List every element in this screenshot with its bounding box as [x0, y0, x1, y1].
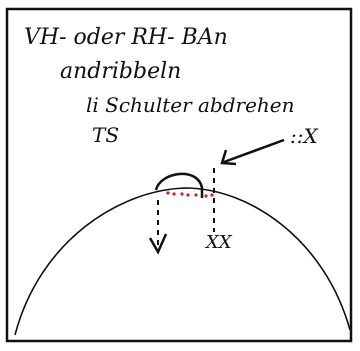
- player-marker-top-right: ::X: [290, 124, 318, 148]
- note-line-1: VH- oder RH- BAn: [24, 25, 228, 50]
- hook-curve: [154, 172, 204, 198]
- note-line-3: li Schulter abdrehen: [86, 93, 295, 117]
- red-dots: [166, 191, 214, 198]
- court-frame: [5, 7, 353, 343]
- note-line-2: andribbeln: [60, 59, 181, 84]
- player-marker-bottom: XX: [204, 232, 233, 253]
- three-point-arc: [14, 187, 351, 336]
- note-line-4: TS: [92, 123, 119, 147]
- movement-arrow-line: [223, 138, 285, 164]
- movement-arrow-head: [220, 149, 237, 166]
- left-arrow-head: [148, 233, 168, 255]
